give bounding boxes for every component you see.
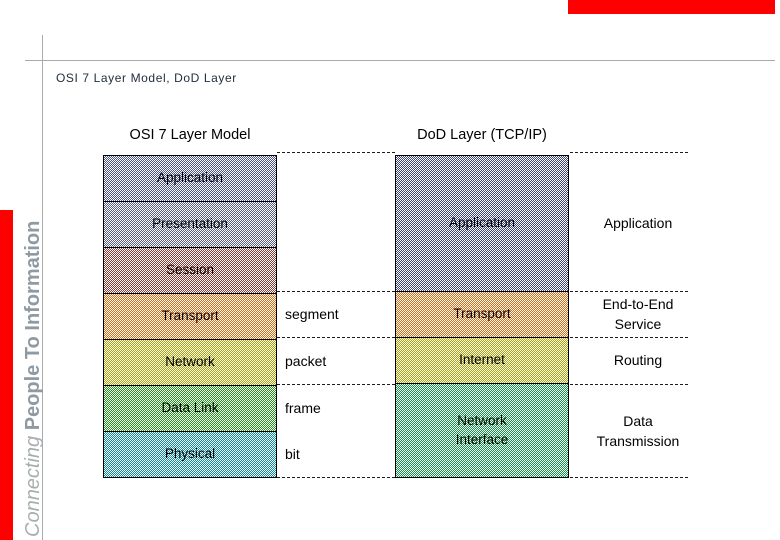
osi-layer-presentation: Presentation <box>104 202 276 248</box>
pdu-label-packet: packet <box>285 352 327 369</box>
dashed-line <box>277 384 395 385</box>
left-red-bar <box>0 210 13 540</box>
pdu-label-frame: frame <box>285 399 321 416</box>
dashed-line <box>570 477 688 478</box>
osi-column-header: OSI 7 Layer Model <box>129 127 251 143</box>
dashed-line <box>570 291 688 292</box>
tagline-words-people-to-information: People To Information <box>22 220 44 431</box>
osi-layer-data-link: Data Link <box>104 386 276 432</box>
osi-layer-stack: Application Presentation Session Transpo… <box>103 155 277 478</box>
dashed-line <box>277 477 395 478</box>
tagline-word-connecting: Connecting <box>22 430 44 537</box>
annotation-end-to-end-service: End-to-End Service <box>602 295 674 332</box>
dod-layer-internet: Internet <box>396 337 568 384</box>
vertical-rule <box>42 35 43 540</box>
osi-layer-network: Network <box>104 340 276 386</box>
osi-layer-transport: Transport <box>104 294 276 340</box>
dashed-line <box>570 152 688 153</box>
dashed-line <box>570 337 688 338</box>
pdu-label-bit: bit <box>285 446 300 462</box>
sidebar-tagline: Connecting People To Information <box>21 221 45 537</box>
dod-layer-transport: Transport <box>396 292 568 338</box>
slide-title: OSI 7 Layer Model, DoD Layer <box>56 71 237 85</box>
top-right-red-bar <box>568 0 775 14</box>
osi-layer-application: Application <box>104 156 276 202</box>
pdu-label-segment: segment <box>285 306 339 322</box>
horizontal-rule <box>25 60 775 61</box>
dod-layer-network-interface: Network Interface <box>396 384 568 477</box>
dashed-line <box>277 152 395 153</box>
annotation-routing: Routing <box>613 352 663 369</box>
annotation-data-transmission: Data Transmission <box>596 412 680 449</box>
dod-layer-stack: Application Transport Internet Network I… <box>395 155 569 478</box>
osi-layer-session: Session <box>104 248 276 294</box>
osi-layer-physical: Physical <box>104 432 276 477</box>
dashed-line <box>277 337 395 338</box>
dod-column-header: DoD Layer (TCP/IP) <box>417 127 547 143</box>
annotation-application: Application <box>603 214 673 231</box>
dod-layer-application: Application <box>396 156 568 292</box>
dashed-line <box>277 291 395 292</box>
dashed-line <box>570 384 688 385</box>
